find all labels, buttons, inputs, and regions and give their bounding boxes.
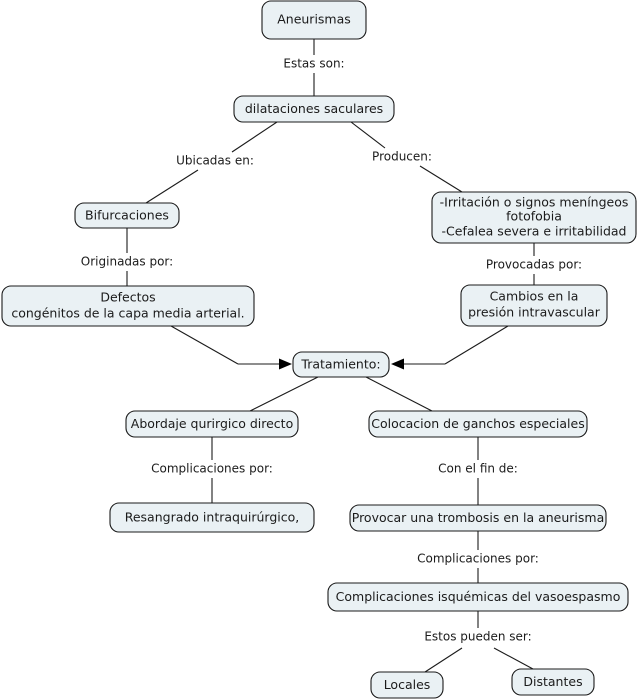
link-label-complicaciones-por-1: Complicaciones por:: [151, 462, 273, 476]
arrow-head-into-tratamiento-right: [391, 358, 404, 370]
connector-defectos-diagonal: [170, 325, 239, 365]
node-label-trombosis: Provocar una trombosis en la aneurisma: [352, 510, 605, 525]
node-shape-defectos[interactable]: [1, 285, 255, 327]
node-shape-cambios[interactable]: [460, 284, 608, 327]
node-label-irritacion-line2: fotofobia: [506, 209, 562, 224]
node-label-tratamiento: Tratamiento:: [300, 357, 380, 372]
node-label-abordaje: Abordaje qurirgico directo: [131, 416, 293, 431]
node-label-irritacion-line1: -Irritación o signos meníngeos: [440, 195, 629, 210]
node-shape-locales[interactable]: [370, 671, 444, 699]
link-label-complicaciones-por-2: Complicaciones por:: [417, 552, 539, 566]
concept-node-resangrado[interactable]: Resangrado intraquirúrgico,: [109, 502, 315, 533]
concept-node-irritacion[interactable]: -Irritación o signos meníngeos fotofobia…: [431, 191, 637, 244]
concept-node-colocacion[interactable]: Colocacion de ganchos especiales: [368, 410, 588, 438]
node-shape-resangrado[interactable]: [109, 502, 315, 533]
connector-cambios-diagonal: [444, 325, 509, 365]
concept-node-trombosis[interactable]: Provocar una trombosis en la aneurisma: [349, 504, 607, 532]
connector-tratamiento-abordaje: [249, 376, 319, 412]
connector-dilataciones-ubicadas: [231, 121, 278, 153]
node-label-resangrado: Resangrado intraquirúrgico,: [125, 510, 300, 525]
concept-node-abordaje[interactable]: Abordaje qurirgico directo: [125, 410, 299, 438]
node-label-isquemicas: Complicaciones isquémicas del vasoespasm…: [336, 589, 621, 604]
link-label-originadas-por: Originadas por:: [81, 255, 173, 269]
concept-node-defectos[interactable]: Defectos congénitos de la capa media art…: [1, 285, 255, 327]
node-label-cambios-line2: presión intravascular: [468, 305, 601, 320]
arrow-head-into-tratamiento-left: [279, 358, 292, 370]
node-label-locales: Locales: [384, 677, 431, 692]
link-label-con-el-fin-de: Con el fin de:: [438, 462, 518, 476]
node-shape-bifurcaciones[interactable]: [74, 202, 180, 229]
connector-lines-layer: [126, 39, 535, 673]
node-shape-distantes[interactable]: [511, 668, 595, 696]
node-shape-aneurismas[interactable]: [261, 0, 367, 40]
link-labels-layer: Estas son: Ubicadas en: Producen: Origin…: [81, 57, 582, 644]
connector-ubicadas-bifurcaciones: [145, 169, 199, 204]
link-label-provocadas-por: Provocadas por:: [486, 258, 582, 272]
concept-node-aneurismas[interactable]: Aneurismas: [261, 0, 367, 40]
link-label-estos-pueden-ser: Estos pueden ser:: [424, 630, 531, 644]
node-label-irritacion-line3: -Cefalea severa e irritabilidad: [442, 224, 627, 239]
concept-node-distantes[interactable]: Distantes: [511, 668, 595, 696]
connector-estospueden-locales: [424, 647, 463, 673]
concept-node-tratamiento[interactable]: Tratamiento:: [292, 351, 390, 378]
node-label-colocacion: Colocacion de ganchos especiales: [371, 416, 584, 431]
connector-estospueden-distantes: [493, 647, 534, 670]
concept-node-dilataciones[interactable]: dilataciones saculares: [233, 95, 395, 123]
node-shape-isquemicas[interactable]: [327, 582, 629, 612]
node-shape-trombosis[interactable]: [349, 504, 607, 532]
node-label-defectos-line1: Defectos: [100, 290, 155, 305]
concept-node-isquemicas[interactable]: Complicaciones isquémicas del vasoespasm…: [327, 582, 629, 612]
node-label-distantes: Distantes: [523, 674, 582, 689]
concept-node-bifurcaciones[interactable]: Bifurcaciones: [74, 202, 180, 229]
concept-node-locales[interactable]: Locales: [370, 671, 444, 699]
concept-node-cambios[interactable]: Cambios en la presión intravascular: [460, 284, 608, 327]
link-label-ubicadas-en: Ubicadas en:: [176, 154, 254, 168]
node-shape-abordaje[interactable]: [125, 410, 299, 438]
node-shape-irritacion[interactable]: [431, 191, 637, 244]
node-label-defectos-line2: congénitos de la capa media arterial.: [11, 306, 244, 321]
node-shape-colocacion[interactable]: [368, 410, 588, 438]
node-label-aneurismas: Aneurismas: [277, 12, 351, 27]
node-label-bifurcaciones: Bifurcaciones: [85, 208, 169, 223]
connector-dilataciones-producen: [350, 121, 386, 149]
connector-tratamiento-colocacion: [365, 376, 433, 412]
node-label-dilataciones: dilataciones saculares: [245, 101, 383, 116]
node-shape-dilataciones[interactable]: [233, 95, 395, 123]
node-label-cambios-line1: Cambios en la: [490, 289, 579, 304]
node-shape-tratamiento[interactable]: [292, 351, 390, 378]
link-label-producen: Producen:: [372, 150, 432, 164]
link-label-estas-son: Estas son:: [283, 57, 344, 71]
connector-producen-irritacion: [419, 165, 463, 193]
